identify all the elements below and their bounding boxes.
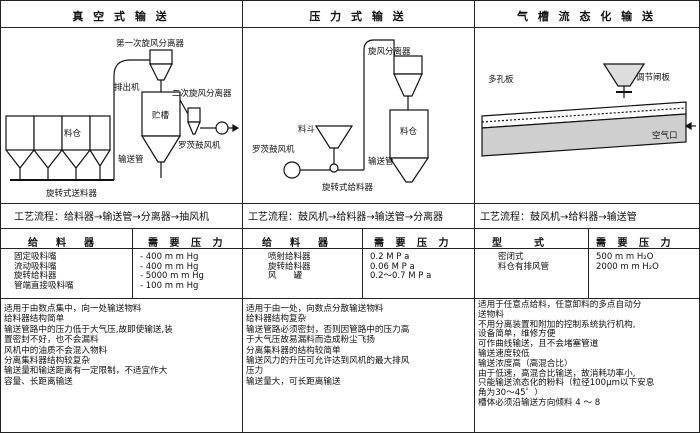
pressure-note: 输送量大，可长距离输送	[246, 376, 341, 387]
vacuum-pressure-list: - 400 m m Hg - 400 m m Hg - 5000 m m Hg …	[140, 252, 204, 291]
pressure-note: 于大气压故易漏料而造成粉尘飞扬	[246, 335, 375, 346]
vacuum-process-flow: 工艺流程：给料器→输送管→分离器→抽风机	[14, 212, 210, 223]
vacuum-label-first-cyclone: 第一次旋风分离器	[116, 38, 185, 49]
vacuum-conveying-diagram: 第一次旋风分离器 排出机 二次旋风分离器 贮槽 罗茨鼓风机 料仓 输送管 旋转式…	[5, 38, 240, 199]
pressure-title: 压 力 式 输 送	[309, 10, 407, 23]
vacuum-note: 输送管路中的压力低于大气压,故即使输送,装	[4, 324, 173, 335]
airslide-pressure-list: 500 m m H₂O 2000 m m H₂O	[596, 252, 659, 272]
vacuum-pressure-item: - 400 m m Hg	[140, 261, 199, 272]
airslide-type-item: 料仓有排风管	[498, 261, 550, 272]
pressure-label-rotary-feeder: 旋转式给料器	[322, 182, 374, 193]
airslide-label-gate: 调节闸板	[636, 72, 671, 83]
airslide-type-list: 密闭式 料仓有排风管	[498, 252, 550, 272]
vacuum-feeder-list: 固定吸料嘴 流动吸料嘴 旋转给料器 管端直接吸料嘴	[14, 252, 74, 291]
airslide-process-flow: 工艺流程：鼓风机→给料器→输送管	[480, 212, 637, 223]
vacuum-label-second-cyclone: 二次旋风分离器	[172, 88, 232, 99]
pressure-feeder-item: 旋转给料器	[268, 261, 311, 272]
vacuum-label-roots-blower: 罗茨鼓风机	[178, 140, 221, 151]
pressure-pressure-list: 0.2 M P a 0.06 M P a 0.2～0.7 M P a	[370, 252, 432, 282]
header-row-divider	[0, 248, 700, 249]
airslide-label-porous-plate: 多孔板	[488, 74, 514, 85]
pressure-pressure-item: 0.06 M P a	[370, 261, 415, 272]
vacuum-note: 置密封不好，也不会漏料	[4, 335, 99, 346]
pressure-note: 给料器结构复杂	[246, 314, 307, 325]
pressure-label-pipe: 输送管	[368, 156, 394, 167]
airslide-pressure-item: 2000 m m H₂O	[596, 261, 659, 272]
vacuum-note: 适用于由数点集中，向一处输送物料	[4, 304, 142, 314]
airslide-title: 气 槽 流 态 化 输 送	[517, 10, 656, 23]
diagram-row-divider	[0, 203, 700, 204]
pressure-feeder-item: 风 罐	[268, 271, 303, 282]
airslide-note: 由于低速，高混合比输送，故消耗功率小,	[478, 368, 636, 379]
airslide-pressure-item: 500 m m H₂O	[596, 252, 654, 262]
airslide-note: 适用于任意点给料，任意卸料的多点自动分	[478, 300, 642, 310]
pressure-label-cyclone: 旋风分离器	[368, 46, 411, 57]
airslide-note: 设备简单，维修方便	[478, 329, 556, 340]
vacuum-note: 分离集料器结构较复杂	[4, 356, 90, 367]
column-divider-2	[474, 0, 475, 433]
pressure-label-silo: 料仓	[400, 126, 418, 137]
vacuum-pressure-item: - 5000 m m Hg	[140, 271, 204, 282]
airslide-note: 角为30～45゜）	[478, 388, 543, 399]
vacuum-label-tank: 贮槽	[152, 110, 170, 121]
airslide-note: 送物料	[478, 309, 504, 320]
vacuum-notes: 适用于由数点集中，向一处输送物料 给料器结构简单 输送管路中的压力低于大气压,故…	[4, 304, 240, 387]
airslide-notes: 适用于任意点给料，任意卸料的多点自动分 送物料 不用分离装置和附加的控制系统执行…	[478, 300, 698, 409]
inner-divider-2	[362, 228, 363, 298]
vacuum-header-pressure: 需 要 压 力	[148, 238, 227, 249]
vacuum-label-exhaust: 排出机	[114, 82, 140, 93]
airslide-type-item: 密闭式	[498, 252, 524, 262]
spec-row-divider	[0, 298, 700, 299]
vacuum-label-rotary-feeder: 旋转式送料器	[46, 188, 98, 199]
vacuum-pressure-item: - 400 m m Hg	[140, 252, 199, 262]
vacuum-header-feeder: 给 料 器	[28, 238, 98, 249]
vacuum-note: 给料器结构简单	[4, 314, 65, 325]
pressure-note: 输送管路必须密封，否则因管路中的压力高	[246, 324, 410, 335]
airslide-note: 不用分离装置和附加的控制系统执行机构,	[478, 319, 636, 330]
pressure-note: 分离集料器的结构较简单	[246, 345, 341, 356]
airslide-header-pressure: 需 要 压 力	[596, 238, 675, 249]
table-border-left	[0, 0, 1, 433]
pressure-note: 适用于由一处，向数点分散输送物料	[246, 304, 384, 314]
vacuum-feeder-item: 管端直接吸料嘴	[14, 280, 74, 291]
vacuum-label-silo: 料仓	[64, 128, 82, 139]
airslide-note: 输送速度较低	[478, 348, 530, 359]
vacuum-note: 风机中的油质不会混入物料	[4, 345, 108, 356]
airslide-note: 槽体必须沿输送方向倾料 4 ～ 8	[478, 397, 601, 408]
flow-row-divider	[0, 228, 700, 229]
inner-divider-1	[132, 228, 133, 298]
table-border-top	[0, 0, 700, 1]
airslide-note: 可作曲线输送，且不会堵塞管道	[478, 339, 599, 350]
pressure-label-hopper: 料斗	[298, 124, 316, 135]
pressure-conveying-diagram: 旋风分离器 料斗 料仓 罗茨鼓风机 输送管 旋转式给料器	[252, 39, 430, 193]
pressure-process-flow: 工艺流程：鼓风机→给料器→输送管→分离器	[248, 212, 444, 223]
pressure-feeder-item: 喷射给料器	[268, 252, 311, 262]
pressure-feeder-list: 喷射给料器 旋转给料器 风 罐	[268, 252, 311, 282]
vacuum-feeder-item: 旋转给料器	[14, 271, 57, 282]
pressure-note: 压力	[246, 366, 264, 377]
column-divider-1	[242, 0, 243, 433]
pressure-header-pressure: 需 要 压 力	[374, 238, 453, 249]
pressure-pressure-item: 0.2 M P a	[370, 252, 410, 262]
pressure-header-feeder: 给 料 器	[262, 238, 332, 249]
vacuum-note: 输送量和输送距离有一定限制，不适宜作大	[4, 366, 168, 377]
pressure-label-roots-blower: 罗茨鼓风机	[252, 144, 295, 155]
airslide-note: 只能输送流态化的粉料（粒径100μm以下安息	[478, 378, 655, 389]
title-row-divider	[0, 27, 700, 28]
airslide-conveying-diagram: 多孔板 调节闸板 空气口	[481, 63, 696, 157]
pressure-notes: 适用于由一处，向数点分散输送物料 给料器结构复杂 输送管路必须密封，否则因管路中…	[246, 304, 472, 387]
vacuum-note: 容量、长距离输送	[4, 376, 73, 387]
airslide-label-air-inlet: 空气口	[652, 130, 678, 141]
vacuum-label-pipe: 输送管	[118, 154, 144, 165]
vacuum-feeder-item: 流动吸料嘴	[14, 261, 57, 272]
airslide-header-type: 型 式	[492, 238, 548, 249]
pressure-note: 输送风力的升压可允许达到风机的最大排风	[246, 356, 410, 367]
pressure-pressure-item: 0.2～0.7 M P a	[370, 271, 432, 282]
vacuum-title: 真 空 式 输 送	[72, 10, 170, 23]
vacuum-pressure-item: - 100 m m Hg	[140, 280, 199, 291]
airslide-note: 输送浓度高（高混合比）	[478, 358, 573, 369]
inner-divider-3	[588, 228, 589, 298]
vacuum-feeder-item: 固定吸料嘴	[14, 252, 57, 262]
